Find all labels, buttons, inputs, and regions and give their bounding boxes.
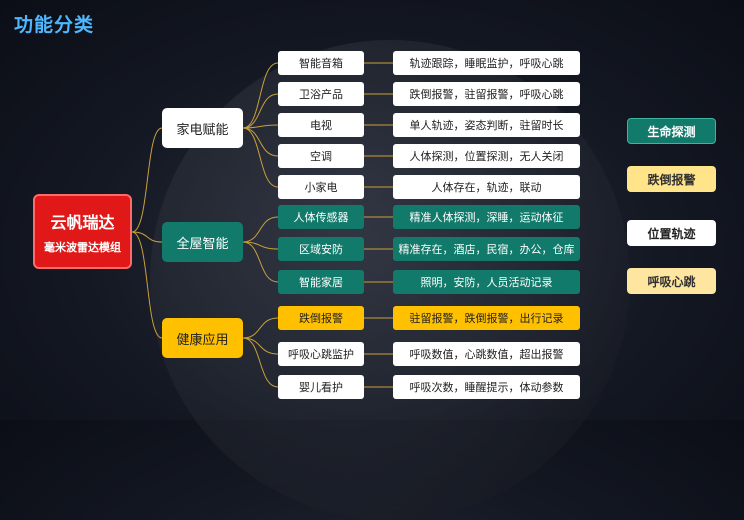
desc-tv: 单人轨迹，姿态判断，驻留时长 [393,113,580,137]
desc-baby-care: 呼吸次数，睡醒提示，体动参数 [393,375,580,399]
item-bathroom: 卫浴产品 [278,82,364,106]
desc-area-security: 精准存在，酒店，民宿，办公，仓库 [393,237,580,261]
page-title: 功能分类 [14,14,95,36]
item-area-security: 区域安防 [278,237,364,261]
link-cat1-item7 [242,241,279,283]
desc-body-sensor: 精准人体探测，深睡，运动体征 [393,205,580,229]
link-cat0-item0 [242,62,279,129]
diagram-canvas: 功能分类 [14,14,716,520]
tag-fall-alarm: 跌倒报警 [627,166,716,192]
connector-lines [131,62,393,388]
root-node: 云帆瑞达 毫米波雷达模组 [33,194,132,269]
item-small-appliance: 小家电 [278,175,364,199]
tag-position-track: 位置轨迹 [627,220,716,246]
link-root-cat0 [131,127,163,233]
desc-smart-speaker: 轨迹跟踪，睡眠监护，呼吸心跳 [393,51,580,75]
item-smart-home: 智能家居 [278,270,364,294]
link-root-cat1 [131,231,163,243]
link-cat1-item5 [242,216,279,243]
desc-ac: 人体探测，位置探测，无人关闭 [393,144,580,168]
category-smart-home: 全屋智能 [162,222,243,262]
root-subtitle: 毫米波雷达模组 [44,240,121,254]
item-baby-care: 婴儿看护 [278,375,364,399]
item-ac: 空调 [278,144,364,168]
link-cat2-item9 [242,337,279,355]
link-cat0-item4 [242,127,279,188]
link-root-cat2 [131,231,163,339]
desc-vital-monitor: 呼吸数值，心跳数值，超出报警 [393,342,580,366]
category-appliance: 家电赋能 [162,108,243,148]
item-tv: 电视 [278,113,364,137]
desc-fall-alarm: 驻留报警，跌倒报警，出行记录 [393,306,580,330]
desc-small-appliance: 人体存在，轨迹，联动 [393,175,580,199]
item-fall-alarm: 跌倒报警 [278,306,364,330]
desc-bathroom: 跌倒报警，驻留报警，呼吸心跳 [393,82,580,106]
link-cat0-item3 [242,127,279,157]
category-health: 健康应用 [162,318,243,358]
link-cat0-item1 [242,93,279,129]
item-body-sensor: 人体传感器 [278,205,364,229]
root-title: 云帆瑞达 [50,212,115,232]
link-cat2-item10 [242,337,279,388]
link-cat0-item2 [242,124,279,129]
item-vital-monitor: 呼吸心跳监护 [278,342,364,366]
desc-smart-home: 照明，安防，人员活动记录 [393,270,580,294]
item-smart-speaker: 智能音箱 [278,51,364,75]
tag-breath-heart: 呼吸心跳 [627,268,716,294]
link-cat2-item8 [242,317,279,339]
tag-life-detection: 生命探测 [627,118,716,144]
